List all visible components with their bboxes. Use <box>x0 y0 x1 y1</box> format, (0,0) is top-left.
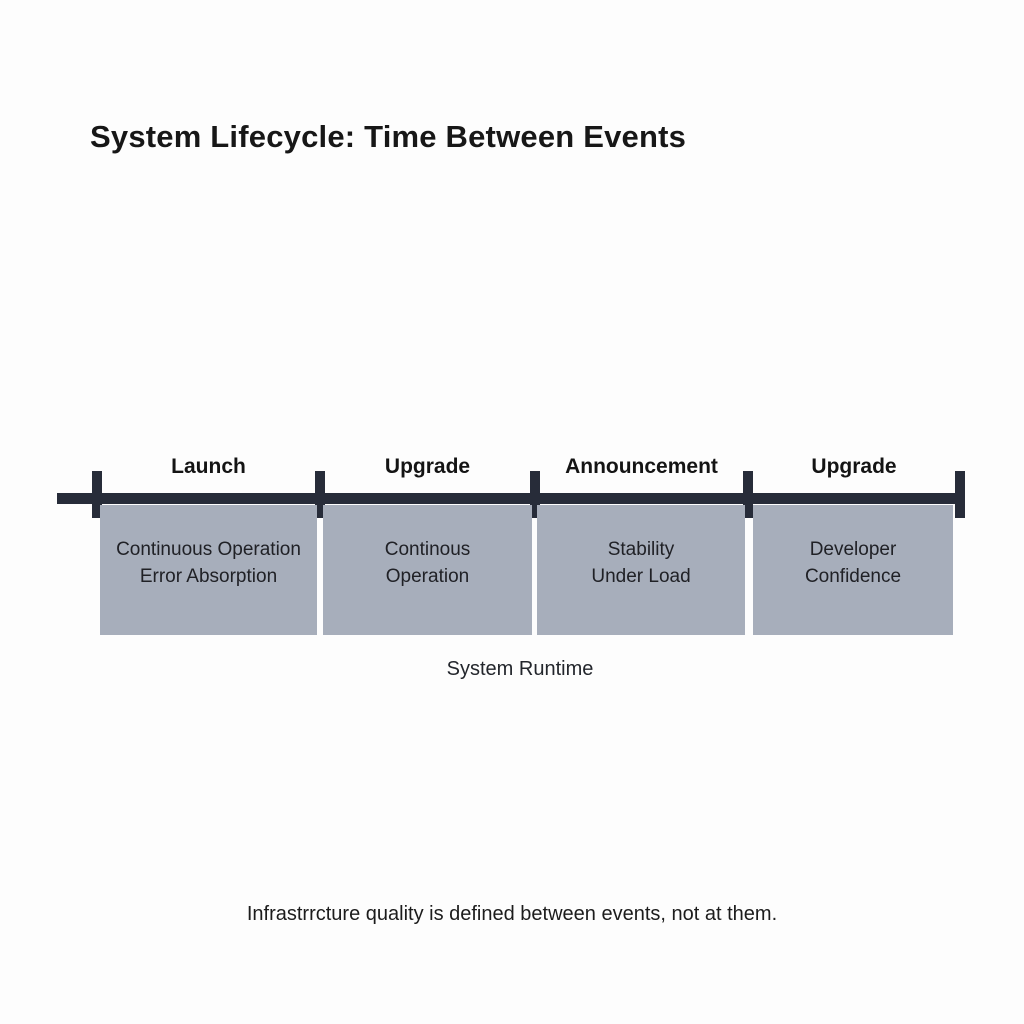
phase-box-launch: Continuous Operation Error Absorption <box>100 505 317 635</box>
phase-box-text-line: Continous <box>384 539 471 560</box>
phase-box-text-line: Under Load <box>591 566 691 587</box>
timeline-tick <box>955 471 965 518</box>
timeline-tick <box>315 471 325 518</box>
caption-text: Infrastrrcture quality is defined betwee… <box>246 903 778 925</box>
phase-box-announcement: Stability Under Load <box>537 505 745 635</box>
event-label-announcement: Announcement <box>565 455 718 478</box>
phase-box-text-line: Error Absorption <box>139 566 278 587</box>
event-label-upgrade-1: Upgrade <box>384 455 471 478</box>
axis-label: System Runtime <box>446 658 594 680</box>
phase-box-text-line: Stability <box>607 539 675 560</box>
phase-box-text-line: Confidence <box>804 566 902 587</box>
phase-box-text-line: Continuous Operation <box>116 539 301 560</box>
page-title: System Lifecycle: Time Between Events <box>90 119 687 154</box>
phase-box-upgrade-1: Continous Operation <box>323 505 532 635</box>
phase-box-text-line: Developer <box>809 539 897 560</box>
timeline-tick <box>743 471 753 518</box>
event-label-upgrade-2: Upgrade <box>811 455 897 478</box>
phase-box-upgrade-2: Developer Confidence <box>753 505 953 635</box>
phase-box-text-line: Operation <box>385 566 470 587</box>
timeline-tick <box>92 471 102 518</box>
timeline-bar <box>57 493 965 504</box>
timeline-tick <box>530 471 540 518</box>
event-label-launch: Launch <box>171 455 246 478</box>
